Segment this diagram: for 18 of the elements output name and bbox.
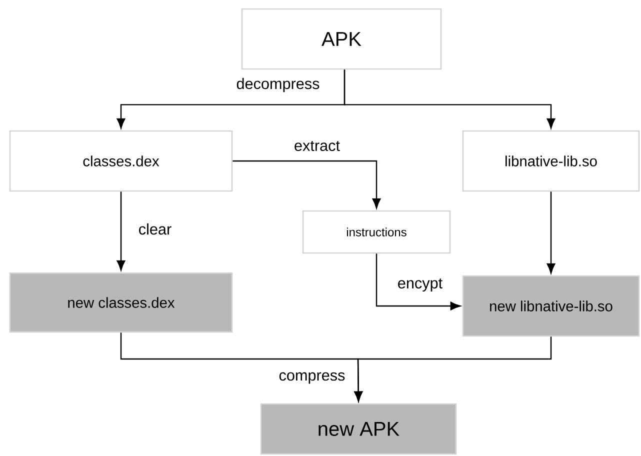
output-box: new APK [260, 403, 457, 455]
edge-label: extract [292, 140, 342, 152]
output-box: new classes.dex [9, 272, 233, 333]
file-box: APK [241, 8, 442, 70]
arrow [116, 192, 126, 271]
arrow [546, 192, 556, 274]
edge-label: encypt [396, 277, 444, 293]
file-box: libnative-lib.so [462, 130, 640, 192]
edge-label: compress [277, 370, 347, 386]
arrow [232, 160, 381, 209]
output-box: new libnative-lib.so [462, 275, 640, 337]
file-box: classes.dex [9, 130, 233, 192]
arrow [354, 336, 552, 402]
edge-label: decompress [234, 76, 322, 94]
edge-label: clear [137, 222, 173, 236]
arrow [344, 70, 556, 129]
file-box: instructions [302, 210, 451, 254]
arrow [376, 254, 461, 310]
